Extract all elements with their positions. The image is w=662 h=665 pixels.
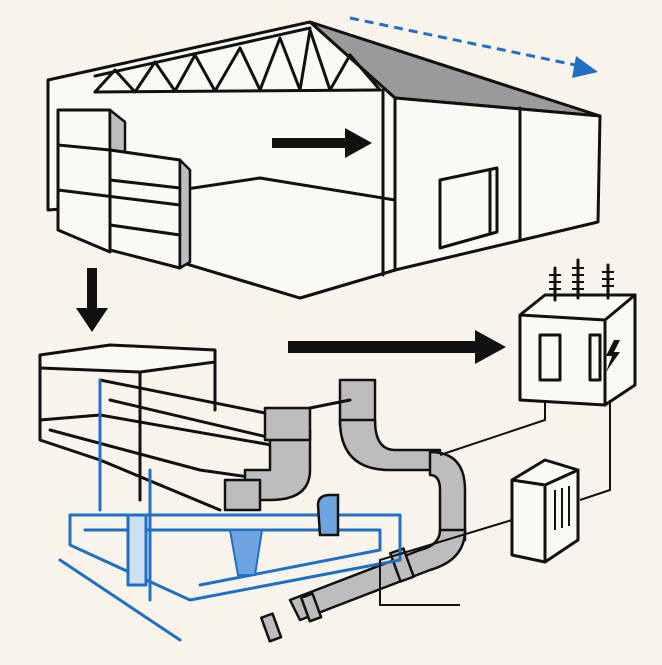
roof-truss [93,26,382,94]
lightning-bolt-icon [606,340,620,372]
transformer [439,258,637,501]
dashed-arrow-icon [349,16,598,78]
electrical-cabinet [379,458,580,606]
valve [228,529,264,576]
loading-door [438,166,499,250]
water-pipes [58,378,402,642]
arrow-right-large-icon [288,330,506,364]
arrow-down-icon [76,268,108,332]
arrow-right-icon [272,128,372,158]
insulators [549,258,614,302]
hvac-duct [223,378,467,643]
warehouse-floor [178,176,397,300]
warehouse [46,20,602,300]
stacked-crates [56,108,192,270]
